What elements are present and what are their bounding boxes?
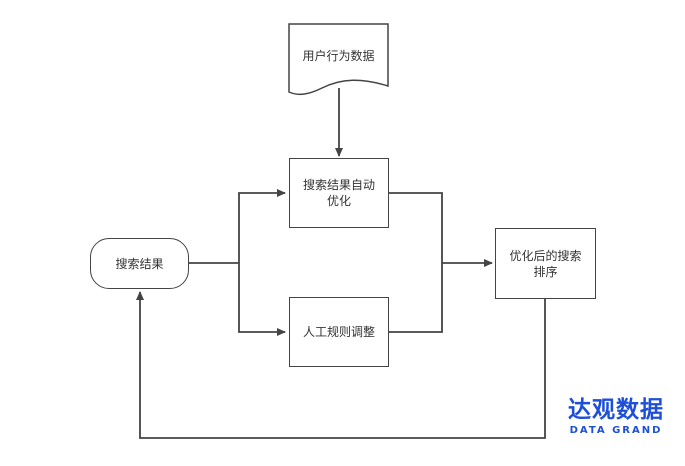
data-grand-logo: 达观数据 DATA GRAND <box>560 396 672 444</box>
node-label-line-2: 排序 <box>533 264 558 279</box>
node-optimized-ranking: 优化后的搜索 排序 <box>495 228 596 299</box>
node-manual-adjust: 人工规则调整 <box>289 297 389 367</box>
logo-name-en: DATA GRAND <box>569 425 663 436</box>
edge-split-to-auto <box>238 189 286 263</box>
node-label: 人工规则调整 <box>302 325 375 339</box>
node-auto-optimize: 搜索结果自动 优化 <box>289 158 389 228</box>
node-user-behavior-data: 用户行为数据 <box>289 24 388 86</box>
edge-auto-to-merge <box>389 192 443 263</box>
node-label: 用户行为数据 <box>302 48 375 63</box>
node-search-results: 搜索结果 <box>90 238 189 289</box>
node-label: 搜索结果 <box>115 256 164 271</box>
document-shape <box>288 23 389 96</box>
edge-split-to-manual <box>238 263 286 336</box>
node-label-line-2: 优化 <box>326 194 351 208</box>
edge-manual-to-merge <box>389 263 443 333</box>
logo-name-cn: 达观数据 <box>568 397 664 423</box>
node-label-line-1: 优化后的搜索 <box>509 248 582 263</box>
edge-feedback-loop <box>136 291 546 439</box>
node-label-line-1: 搜索结果自动 <box>302 178 375 192</box>
